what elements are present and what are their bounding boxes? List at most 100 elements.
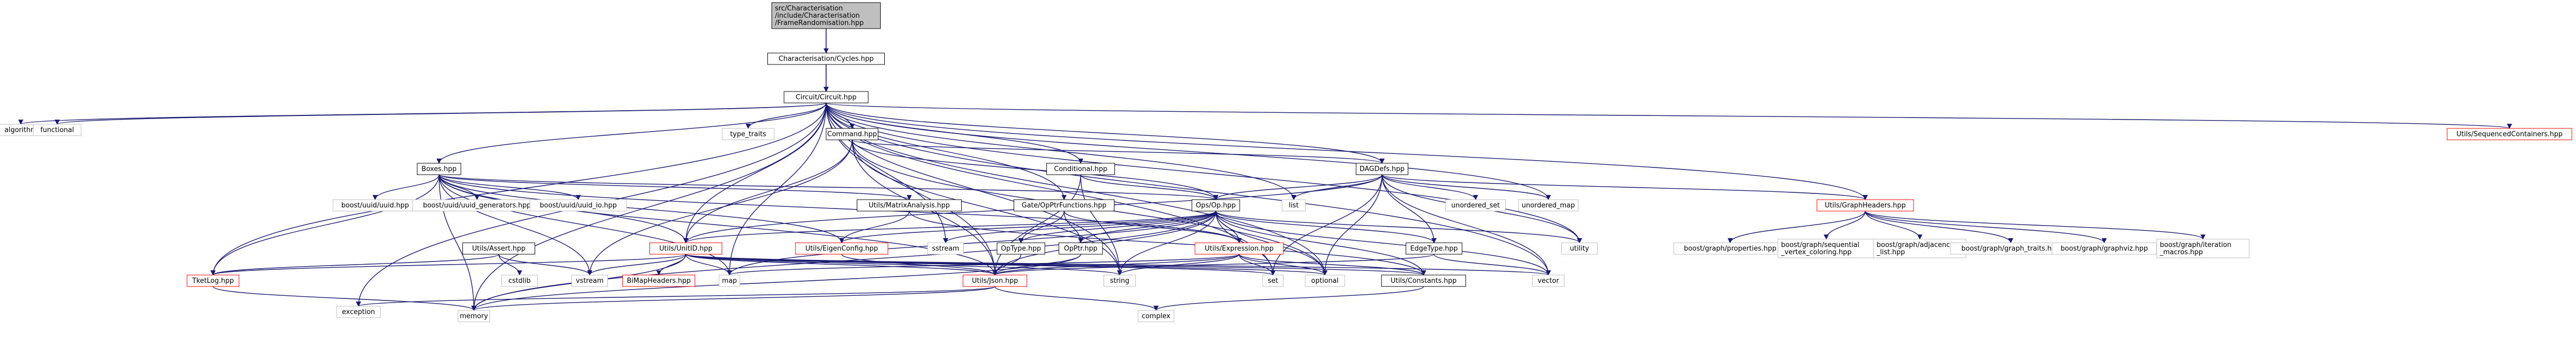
edge-UtilsJson-to-memory [471, 286, 995, 311]
node-box [722, 128, 775, 140]
node-box [1532, 274, 1564, 287]
edge-DAGDefs-to-set [1270, 174, 1383, 276]
node-optional[interactable]: optional [1305, 274, 1345, 287]
node-cstdlib[interactable]: cstdlib [501, 274, 538, 287]
node-characterisationcycles[interactable]: Characterisation/Cycles.hpp [767, 53, 885, 65]
node-utilsexpression[interactable]: Utils/Expression.hpp [1194, 242, 1284, 255]
edge-UtilsExpression-to-optional [1239, 254, 1327, 276]
edge-BoxesHpp-to-vstream [439, 174, 592, 276]
node-label: TketLog.hpp [192, 277, 234, 285]
node-box [1046, 163, 1115, 175]
node-conditionalhpp[interactable]: Conditional.hpp [1046, 163, 1115, 175]
node-label: Boxes.hpp [421, 165, 456, 173]
node-box [927, 242, 964, 255]
node-circuitcircuit[interactable]: Circuit/Circuit.hpp [784, 91, 869, 103]
node-bg-graphviz[interactable]: boost/graph/graphviz.hpp [2052, 242, 2157, 255]
node-optype[interactable]: OpType.hpp [997, 242, 1045, 255]
node-utilsunitid[interactable]: Utils/UnitID.hpp [649, 242, 722, 255]
node-dagdefs[interactable]: DAGDefs.hpp [1356, 163, 1409, 175]
node-utilsassert[interactable]: Utils/Assert.hpp [462, 242, 535, 255]
node-complex[interactable]: complex [1138, 310, 1174, 322]
node-label: Utils/GraphHeaders.hpp [1825, 202, 1906, 210]
node-label: BiMapHeaders.hpp [627, 277, 691, 285]
node-vstream[interactable]: vstream [572, 274, 608, 287]
edge-GraphHeaders-to-bg_adjacency [1865, 211, 1922, 240]
node-unordered-map[interactable]: unordered_map [1518, 199, 1578, 212]
node-bimapheaders[interactable]: BiMapHeaders.hpp [622, 274, 695, 287]
node-commandhpp[interactable]: Command.hpp [826, 128, 879, 140]
node-bg-iteration[interactable]: boost/graph/iteration_macros.hpp [2156, 239, 2250, 258]
edge-GateOpPtrFunctions-to-UtilsExpression [1064, 211, 1242, 243]
node-vector[interactable]: vector [1532, 274, 1564, 287]
node-boost-uuid-gen[interactable]: boost/uuid/uuid_generators.hpp [412, 199, 542, 212]
node-exception[interactable]: exception [336, 306, 381, 318]
edge-CircuitCircuit-to-SequencedContainers [826, 102, 2512, 129]
node-label: OpType.hpp [1001, 245, 1041, 253]
node-opptr[interactable]: OpPtr.hpp [1058, 242, 1103, 255]
node-box [1305, 274, 1345, 287]
node-label: _list.hpp [1876, 249, 1905, 256]
node-bg-traits[interactable]: boost/graph/graph_traits.hpp [1950, 242, 2072, 255]
node-eigenconfig[interactable]: Utils/EigenConfig.hpp [795, 242, 888, 255]
node-bg-adjacency[interactable]: boost/graph/adjacency_list.hpp [1873, 239, 1967, 258]
node-set[interactable]: set [1262, 274, 1284, 287]
edge-CommandHpp-to-OpsOp [852, 139, 1218, 200]
node-opsop[interactable]: Ops/Op.hpp [1191, 199, 1240, 212]
node-memory[interactable]: memory [458, 310, 490, 322]
edge-CircuitCircuit-to-GraphHeaders [826, 102, 1868, 200]
node-type-traits[interactable]: type_traits [722, 128, 775, 140]
node-label: memory [460, 312, 488, 320]
node-bg-properties[interactable]: boost/graph/properties.hpp [1674, 242, 1787, 255]
node-utilsjson[interactable]: Utils/Json.hpp [963, 274, 1027, 287]
node-box [1262, 274, 1284, 287]
node-box [1282, 199, 1306, 212]
node-label: Utils/Expression.hpp [1205, 245, 1273, 253]
edge-BoxesHpp-to-UtilsExpression [439, 174, 1242, 243]
node-box [795, 242, 888, 255]
edge-UtilsAssert-to-vstream [498, 254, 592, 276]
node-label: set [1268, 277, 1278, 285]
edge-GraphHeaders-to-bg_properties [1728, 211, 1866, 243]
node-unordered-set[interactable]: unordered_set [1445, 199, 1506, 212]
node-box [1138, 310, 1174, 322]
node-boxeshpp[interactable]: Boxes.hpp [417, 163, 461, 175]
node-list[interactable]: list [1282, 199, 1306, 212]
node-label: boost/uuid/uuid_io.hpp [540, 202, 617, 210]
node-utility[interactable]: utility [1561, 242, 1598, 255]
node-string[interactable]: string [1104, 274, 1136, 287]
node-matrixanalysis[interactable]: Utils/MatrixAnalysis.hpp [857, 199, 962, 212]
node-boost-uuid[interactable]: boost/uuid/uuid.hpp [333, 199, 418, 212]
node-box [1518, 199, 1578, 212]
edge-BoxesHpp-to-MatrixAnalysis [439, 174, 912, 200]
node-functional[interactable]: functional [33, 124, 82, 136]
edge-CommandHpp-to-string [852, 139, 1122, 276]
node-label: map [722, 277, 737, 285]
node-label: Characterisation/Cycles.hpp [779, 55, 874, 63]
node-bg-sequential[interactable]: boost/graph/sequential_vertex_coloring.h… [1777, 239, 1875, 258]
edge-UtilsJson-to-exception [356, 286, 995, 307]
node-edgetype[interactable]: EdgeType.hpp [1405, 242, 1463, 255]
node-label: sstream [932, 245, 959, 253]
node-graphheaders[interactable]: Utils/GraphHeaders.hpp [1816, 199, 1914, 212]
node-box [33, 124, 82, 136]
node-map[interactable]: map [719, 274, 740, 287]
edge-UtilsExpression-to-UtilsJson [992, 254, 1240, 276]
edge-CircuitCircuit-to-unordered_map [826, 102, 1551, 200]
node-box [1014, 199, 1114, 212]
node-box [826, 128, 879, 140]
node-algorithm[interactable]: algorithm [0, 124, 43, 136]
edge-ConditionalHpp-to-UtilsJson [992, 174, 1081, 276]
node-box [1405, 242, 1463, 255]
node-utilsconstants[interactable]: Utils/Constants.hpp [1381, 274, 1466, 287]
node-framerandomisation[interactable]: src/Characterisation/include/Characteris… [772, 2, 881, 29]
node-sstream[interactable]: sstream [927, 242, 964, 255]
node-tketlog[interactable]: TketLog.hpp [187, 274, 240, 287]
node-label: algorithm [5, 126, 37, 134]
node-label: Gate/OpPtrFunctions.hpp [1021, 202, 1106, 210]
node-sequencedcontainers[interactable]: Utils/SequencedContainers.hpp [2447, 128, 2572, 140]
edge-DAGDefs-to-unordered_set [1382, 174, 1478, 200]
node-gateopptrfunctions[interactable]: Gate/OpPtrFunctions.hpp [1014, 199, 1114, 212]
edge-CircuitCircuit-to-map [727, 102, 827, 276]
node-boost-uuid-io[interactable]: boost/uuid/uuid_io.hpp [529, 199, 627, 212]
edge-EigenConfig-to-UtilsJson [841, 254, 998, 276]
